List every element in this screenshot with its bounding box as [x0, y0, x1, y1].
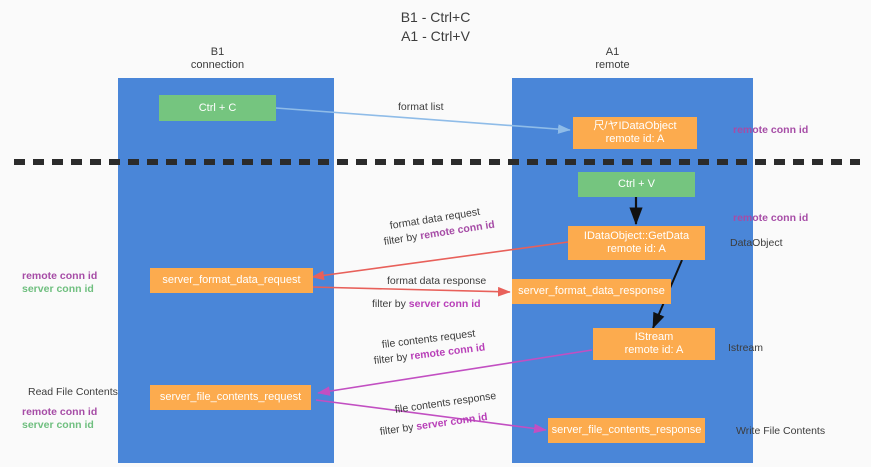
node-server-format-data-response[interactable]: server_format_data_response: [512, 279, 671, 304]
edge-label-format-data-response: format data response: [387, 275, 487, 287]
node-idataobject[interactable]: 尺/ヤIDataObject remote id: A: [573, 117, 697, 149]
annotation-remote-conn-id-top: remote conn id: [733, 124, 809, 136]
node-istream[interactable]: IStream remote id: A: [593, 328, 715, 360]
node-idataobject-getdata[interactable]: IDataObject::GetData remote id: A: [568, 226, 705, 260]
node-server-format-data-response-label: server_format_data_response: [518, 285, 665, 297]
edge-label-format-data-response-filter: filter by server conn id: [372, 297, 481, 312]
node-idataobject-remote-id: remote id: A: [605, 133, 665, 145]
node-idataobject-getdata-title: IDataObject::GetData: [583, 230, 690, 242]
filter-key-server-conn-id: server conn id: [408, 298, 481, 310]
node-ctrl-v[interactable]: Ctrl + V: [578, 172, 695, 197]
annotation-remote-conn-id-mid: remote conn id: [733, 212, 809, 224]
annotation-dataobject: DataObject: [730, 237, 783, 249]
annotation-read-file-contents: Read File Contents: [28, 386, 118, 398]
node-idataobject-getdata-remote-id: remote id: A: [607, 243, 666, 255]
node-istream-title: IStream: [634, 331, 674, 343]
lane-header-b1: B1 connection: [190, 46, 245, 71]
annotation-left-remote-conn-id-bottom: remote conn id: [22, 406, 98, 418]
node-istream-remote-id: remote id: A: [624, 344, 684, 356]
node-server-format-data-request-label: server_format_data_request: [162, 274, 301, 286]
node-server-file-contents-request[interactable]: server_file_contents_request: [150, 385, 311, 410]
filter-prefix: filter by: [373, 350, 412, 367]
filter-key-server-conn-id: server conn id: [415, 410, 489, 433]
node-server-format-data-request[interactable]: server_format_data_request: [150, 268, 313, 293]
annotation-istream: Istream: [728, 342, 764, 354]
lane-header-a1: A1 remote: [595, 46, 630, 71]
annotation-left-remote-conn-id-mid: remote conn id: [22, 270, 98, 282]
node-ctrl-c[interactable]: Ctrl + C: [159, 95, 276, 121]
node-server-file-contents-request-label: server_file_contents_request: [159, 391, 302, 403]
edge-label-format-list: format list: [398, 101, 444, 113]
filter-prefix: filter by: [379, 420, 418, 438]
node-idataobject-title: 尺/ヤIDataObject: [593, 120, 677, 132]
node-ctrl-c-label: Ctrl + C: [198, 101, 237, 114]
filter-prefix: filter by: [372, 298, 409, 310]
node-ctrl-v-label: Ctrl + V: [618, 178, 655, 190]
annotation-left-server-conn-id-bottom: server conn id: [22, 419, 94, 431]
node-server-file-contents-response[interactable]: server_file_contents_response: [548, 418, 705, 443]
annotation-left-server-conn-id-mid: server conn id: [22, 283, 94, 295]
diagram-title: B1 - Ctrl+C A1 - Ctrl+V: [400, 9, 471, 44]
filter-prefix: filter by: [382, 230, 422, 248]
node-server-file-contents-response-label: server_file_contents_response: [551, 424, 702, 436]
annotation-write-file-contents: Write File Contents: [736, 425, 826, 437]
